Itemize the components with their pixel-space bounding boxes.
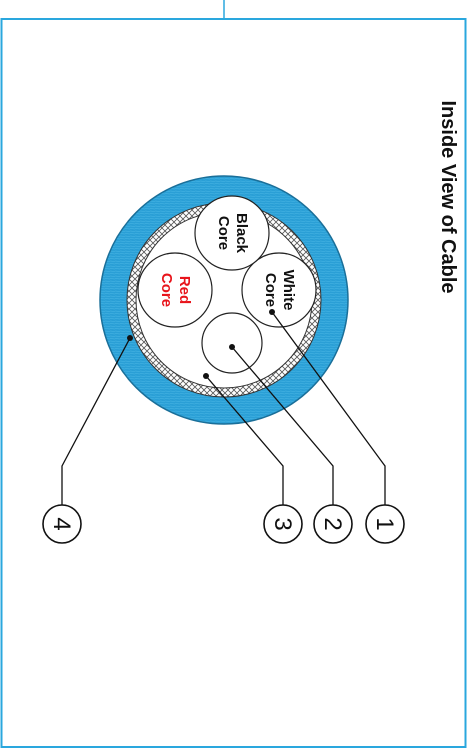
red-core <box>137 252 213 328</box>
white-core-label-1: White <box>280 270 297 311</box>
filler-core <box>201 312 263 374</box>
leader-line-4 <box>61 337 131 505</box>
callout-number-4: 4 <box>48 517 75 530</box>
black-core <box>194 195 270 271</box>
leader-line-3 <box>205 375 284 505</box>
frame-border <box>0 18 467 748</box>
callout-circle-4 <box>42 504 82 544</box>
callout-circle-3 <box>263 504 303 544</box>
callout-number-3: 3 <box>269 517 296 530</box>
callout-number-2: 2 <box>319 517 346 530</box>
leader-dot-4 <box>127 335 133 341</box>
callout-circle-1 <box>365 504 405 544</box>
callout-circle-2 <box>313 504 353 544</box>
leader-dot-2 <box>229 344 235 350</box>
black-core-label-1: Black <box>233 213 250 254</box>
leader-dot-1 <box>269 309 275 315</box>
leader-dot-3 <box>203 373 209 379</box>
callout-number-1: 1 <box>371 517 398 530</box>
red-core-label-1: Red <box>176 276 193 304</box>
leader-line-2 <box>231 346 334 505</box>
red-core-label-2: Core <box>158 273 175 307</box>
diagram-title: Inside View of Cable <box>437 100 459 293</box>
leader-line-1 <box>271 311 386 505</box>
white-core <box>241 252 317 328</box>
white-core-label-2: Core <box>262 273 279 307</box>
black-core-label-2: Core <box>215 216 232 250</box>
